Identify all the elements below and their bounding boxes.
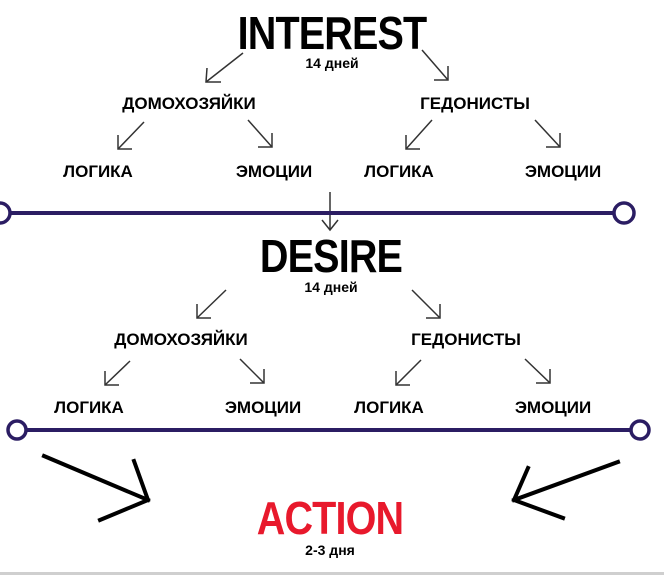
bottom-divider	[0, 572, 664, 575]
arrow-icon	[395, 359, 422, 386]
leaf-label: ЭМОЦИИ	[524, 162, 602, 181]
arrow-icon	[196, 289, 227, 319]
arrow-icon	[421, 49, 449, 81]
big-arrow-left-icon	[511, 459, 621, 521]
arrow-icon	[524, 358, 551, 384]
timeline-interest	[0, 201, 636, 225]
arrow-icon	[104, 360, 131, 386]
leaf-label: ЭМОЦИИ	[224, 398, 302, 417]
leaf-label: ЛОГИКА	[354, 398, 424, 417]
segment-label: ДОМОХОЗЯЙКИ	[122, 94, 256, 113]
segment-label: ДОМОХОЗЯЙКИ	[114, 330, 248, 349]
leaf-label: ЛОГИКА	[54, 398, 124, 417]
leaf-label: ЭМОЦИИ	[514, 398, 592, 417]
stage-title-action: ACTION	[256, 492, 404, 544]
leaf-label: ЭМОЦИИ	[235, 162, 313, 181]
arrow-icon	[411, 289, 441, 319]
arrow-icon	[534, 119, 561, 148]
arrow-icon	[117, 121, 145, 150]
stage-duration: 14 дней	[305, 55, 359, 71]
timeline-desire	[6, 419, 651, 441]
segment-label: ГЕДОНИСТЫ	[411, 330, 521, 349]
leaf-label: ЛОГИКА	[364, 162, 434, 181]
big-arrow-right-icon	[41, 453, 151, 523]
stage-title-interest: INTEREST	[237, 7, 428, 59]
arrow-icon	[205, 52, 244, 83]
stage-title-desire: DESIRE	[259, 230, 403, 282]
arrow-icon	[239, 358, 265, 384]
leaf-label: ЛОГИКА	[63, 162, 133, 181]
arrow-icon	[247, 119, 273, 148]
segment-label: ГЕДОНИСТЫ	[420, 94, 530, 113]
arrow-icon	[405, 119, 433, 150]
stage-duration: 14 дней	[304, 279, 358, 295]
stage-duration: 2-3 дня	[305, 542, 355, 558]
